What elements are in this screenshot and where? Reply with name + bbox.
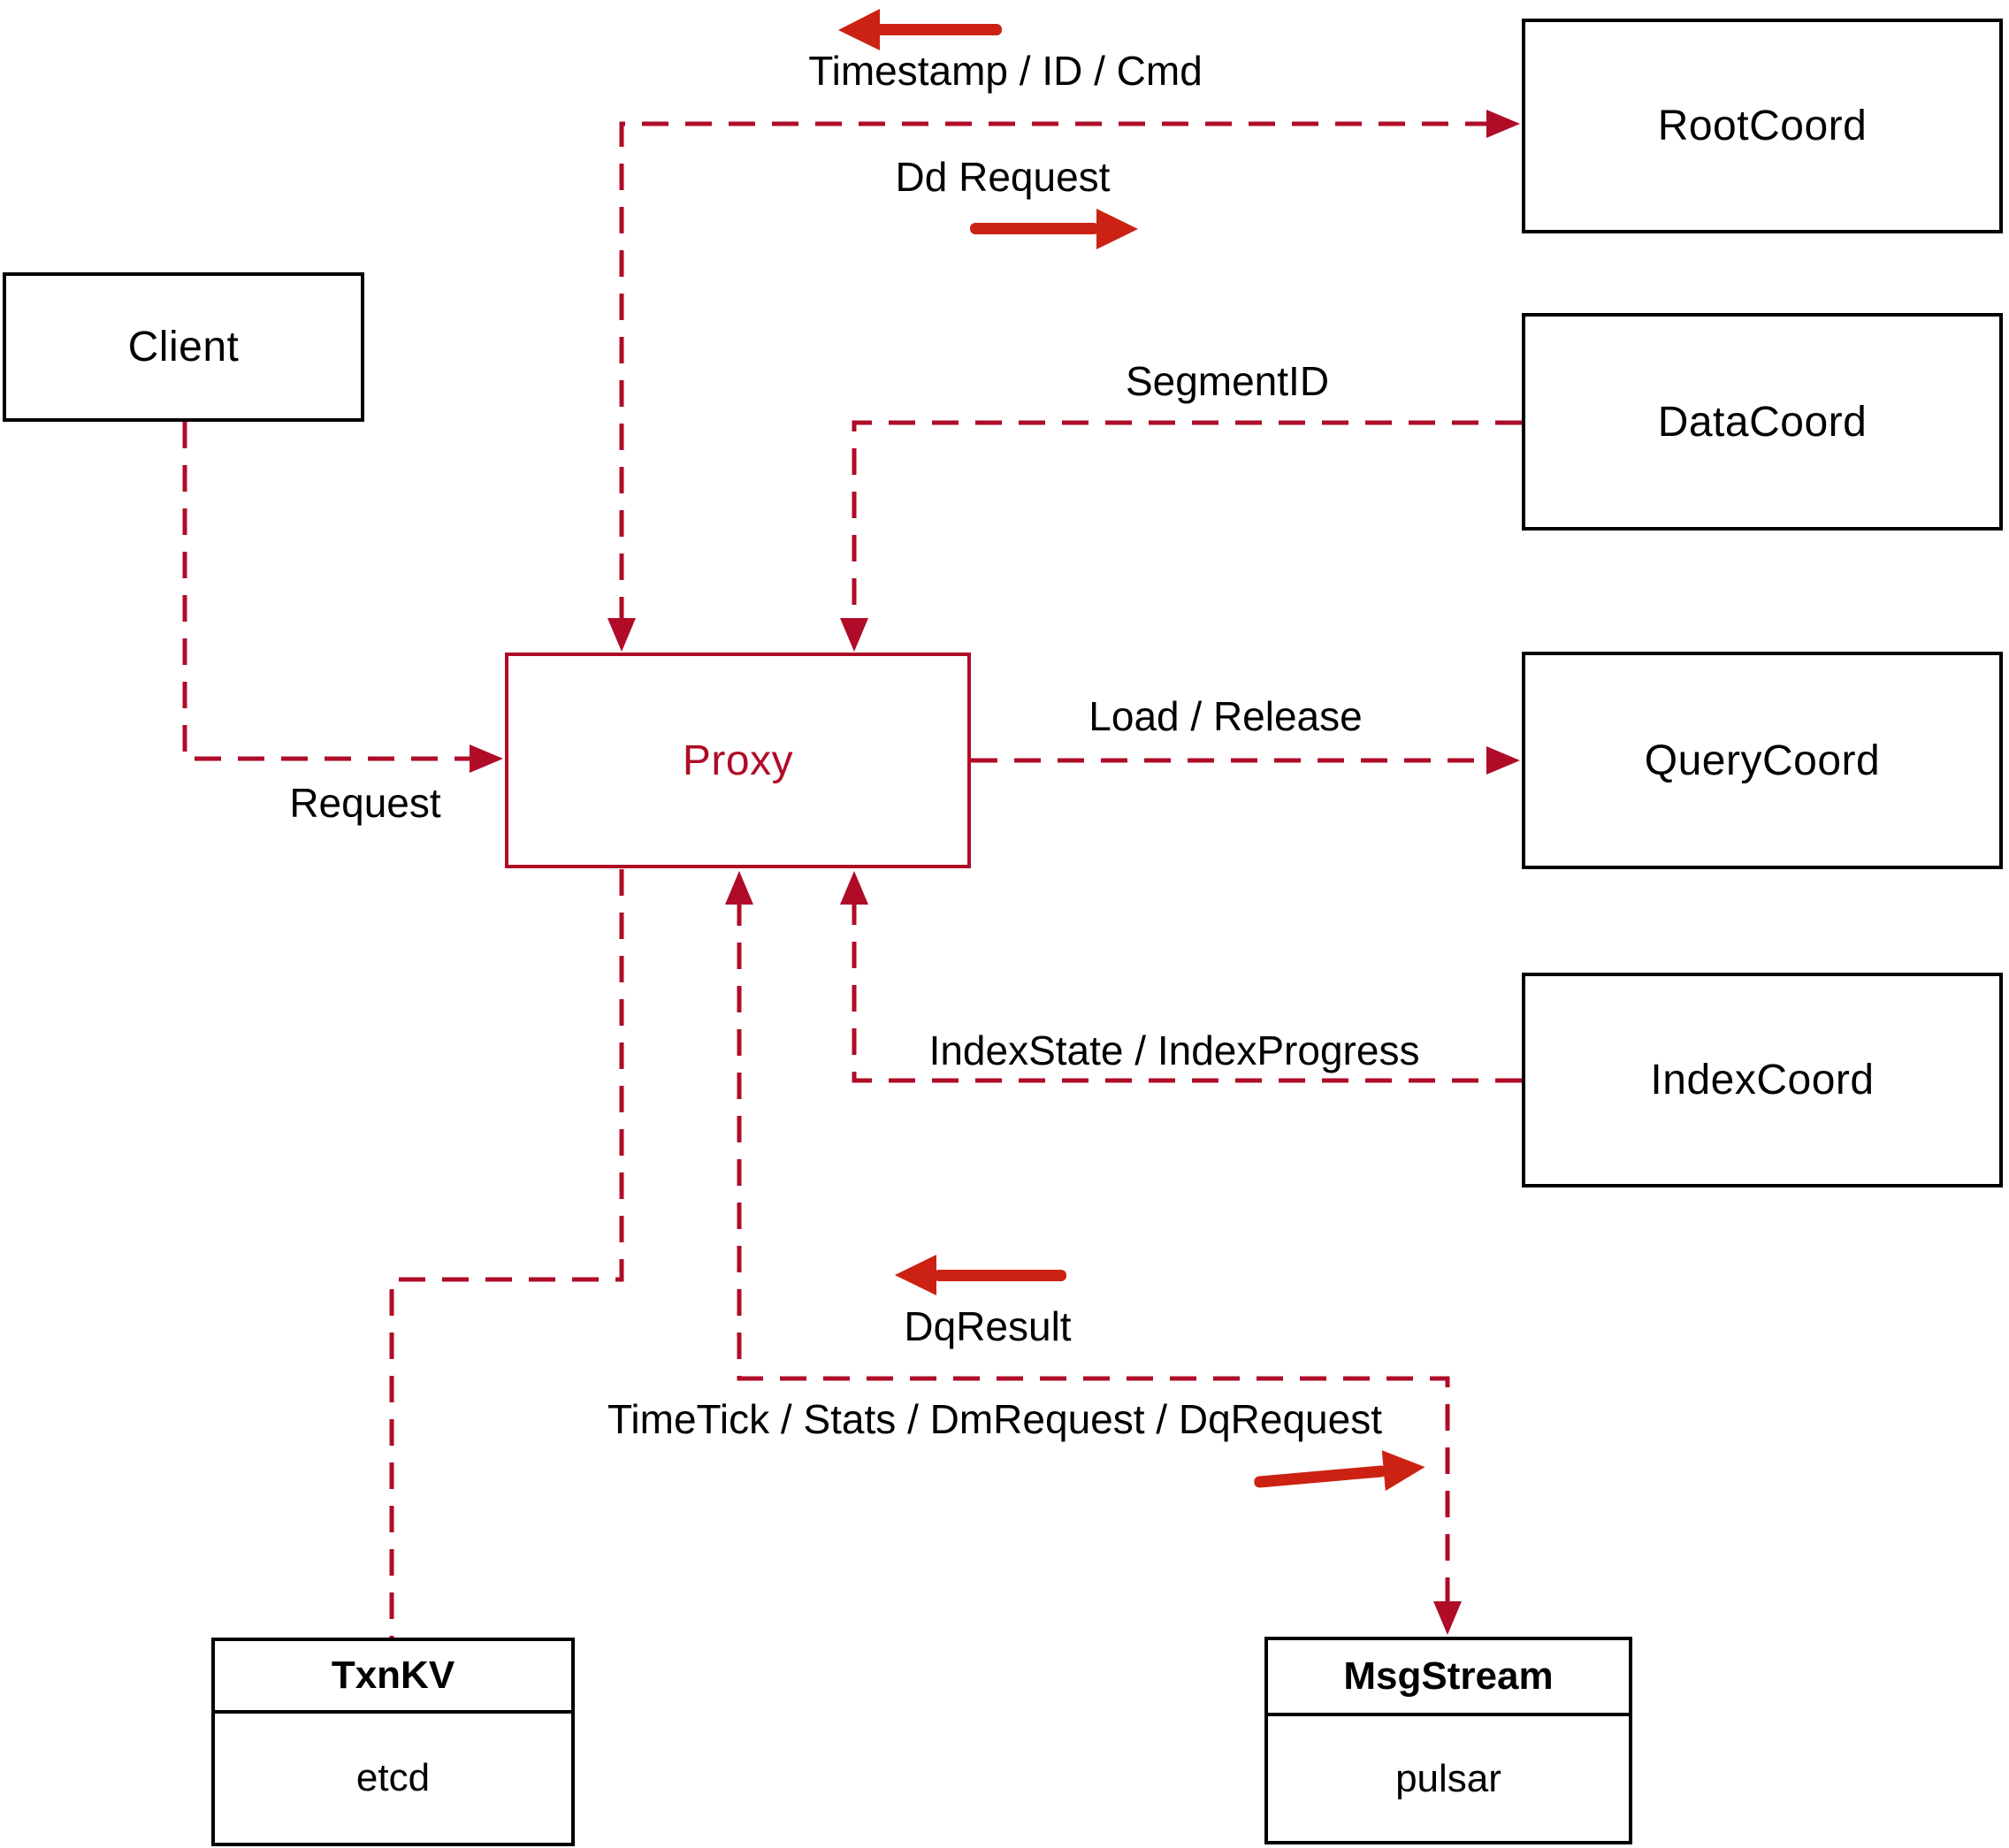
node-datacoord-label: DataCoord	[1657, 398, 1868, 446]
node-proxy-label: Proxy	[682, 737, 794, 784]
arrow-head	[1096, 209, 1138, 249]
edge-proxy-msgstream	[737, 899, 1450, 1607]
node-indexcoord-label: IndexCoord	[1650, 1057, 1875, 1103]
arrow-head	[895, 1255, 936, 1295]
edge-label-request: Request	[289, 780, 441, 826]
edge-label-load-release: Load / Release	[1089, 693, 1363, 739]
arrow-head	[838, 9, 880, 50]
arrow-head	[1381, 1450, 1425, 1492]
node-rootcoord: RootCoord	[1522, 19, 2003, 233]
node-msgstream-title: MsgStream	[1268, 1640, 1629, 1716]
node-txnkv-title: TxnKV	[215, 1641, 571, 1714]
node-txnkv-title-text: TxnKV	[331, 1653, 455, 1697]
arrow-shaft	[871, 24, 1002, 35]
node-msgstream: MsgStream pulsar	[1264, 1637, 1632, 1844]
left-arrow-icon-dqresult	[895, 1255, 1066, 1295]
arrowhead-down-into-proxy-from-rootcoord	[607, 618, 636, 652]
edge-datacoord-proxy	[852, 420, 1522, 623]
node-msgstream-impl: pulsar	[1268, 1716, 1629, 1841]
node-msgstream-impl-text: pulsar	[1395, 1756, 1501, 1800]
node-indexcoord: IndexCoord	[1522, 973, 2003, 1187]
edge-label-segmentid: SegmentID	[1125, 358, 1330, 404]
edge-client-proxy	[182, 422, 475, 761]
left-arrow-icon-timestamp	[838, 9, 1002, 50]
node-rootcoord-label: RootCoord	[1657, 103, 1868, 149]
arrowhead-right-into-querycoord	[1486, 746, 1520, 775]
arrowhead-right-into-rootcoord	[1486, 110, 1520, 138]
node-msgstream-title-text: MsgStream	[1343, 1654, 1554, 1698]
edge-label-dqresult: DqResult	[904, 1303, 1072, 1349]
edge-proxy-txnkv	[389, 869, 624, 1638]
node-txnkv: TxnKV etcd	[211, 1638, 575, 1846]
node-querycoord: QueryCoord	[1522, 652, 2003, 869]
edge-label-timestamp: Timestamp / ID / Cmd	[808, 48, 1203, 94]
arrowhead-up-into-proxy-from-msgstream	[725, 871, 753, 905]
edge-proxy-rootcoord	[619, 121, 1493, 623]
arrow-shaft	[970, 223, 1099, 234]
arrowhead-down-into-msgstream	[1433, 1601, 1462, 1635]
node-proxy: Proxy	[505, 653, 971, 868]
node-datacoord: DataCoord	[1522, 313, 2003, 531]
arrowhead-right-into-proxy	[470, 745, 503, 773]
edge-label-indexstate: IndexState / IndexProgress	[928, 1027, 1420, 1073]
node-querycoord-label: QueryCoord	[1644, 737, 1881, 784]
node-client: Client	[3, 272, 364, 422]
node-client-label: Client	[127, 324, 240, 370]
arrowhead-down-into-proxy-from-datacoord	[840, 618, 868, 652]
node-txnkv-impl-text: etcd	[355, 1756, 431, 1799]
edge-indexcoord-proxy	[852, 899, 1522, 1083]
arrow-shaft	[934, 1270, 1066, 1281]
edge-label-dd-request: Dd Request	[895, 154, 1111, 200]
right-arrow-icon-timetick	[1254, 1450, 1425, 1492]
right-arrow-icon-dd-request	[970, 209, 1138, 249]
arrowhead-up-into-proxy-from-indexcoord	[840, 871, 868, 905]
edge-label-timetick: TimeTick / Stats / DmRequest / DqRequest	[607, 1396, 1382, 1442]
arrow-shaft	[1254, 1465, 1386, 1488]
node-txnkv-impl: etcd	[215, 1714, 571, 1843]
